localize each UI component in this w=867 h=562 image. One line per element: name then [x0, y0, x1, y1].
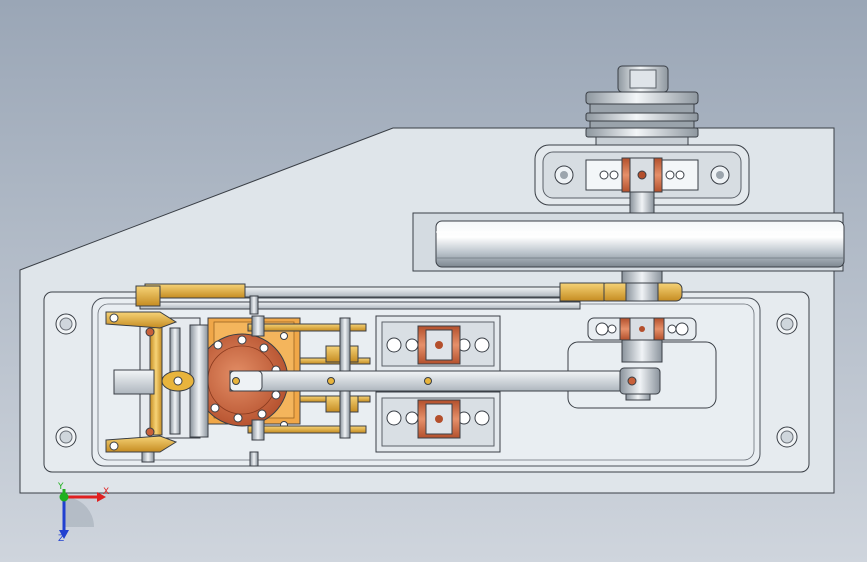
triad-origin-icon: [59, 492, 69, 502]
crank-pin-icon: [627, 376, 637, 386]
grooved-pulley[interactable]: [585, 91, 699, 146]
eccentric-rod[interactable]: [144, 282, 605, 302]
x-axis-label: X: [103, 487, 109, 497]
upper-guide-rod: [139, 301, 581, 310]
connecting-rod[interactable]: [229, 367, 661, 395]
main-shaft-lower: [621, 270, 663, 284]
eccentric-collar[interactable]: [599, 282, 683, 302]
y-axis-label: Y: [57, 482, 64, 492]
center-bearing-bottom[interactable]: [375, 391, 501, 453]
z-axis-label: Z: [58, 534, 64, 544]
flywheel[interactable]: [412, 212, 845, 272]
valve-linkage[interactable]: [105, 285, 209, 463]
wrist-pin-icon: [232, 377, 240, 385]
pulley-assembly[interactable]: [534, 65, 750, 223]
center-bearing-top[interactable]: [375, 315, 501, 373]
mounting-holes: [55, 313, 798, 448]
lower-bearing[interactable]: [587, 317, 697, 341]
crank-pin-collar: [621, 339, 663, 363]
upper-bearing-block[interactable]: [534, 144, 750, 206]
coordinate-triad: X Y Z: [57, 482, 109, 544]
